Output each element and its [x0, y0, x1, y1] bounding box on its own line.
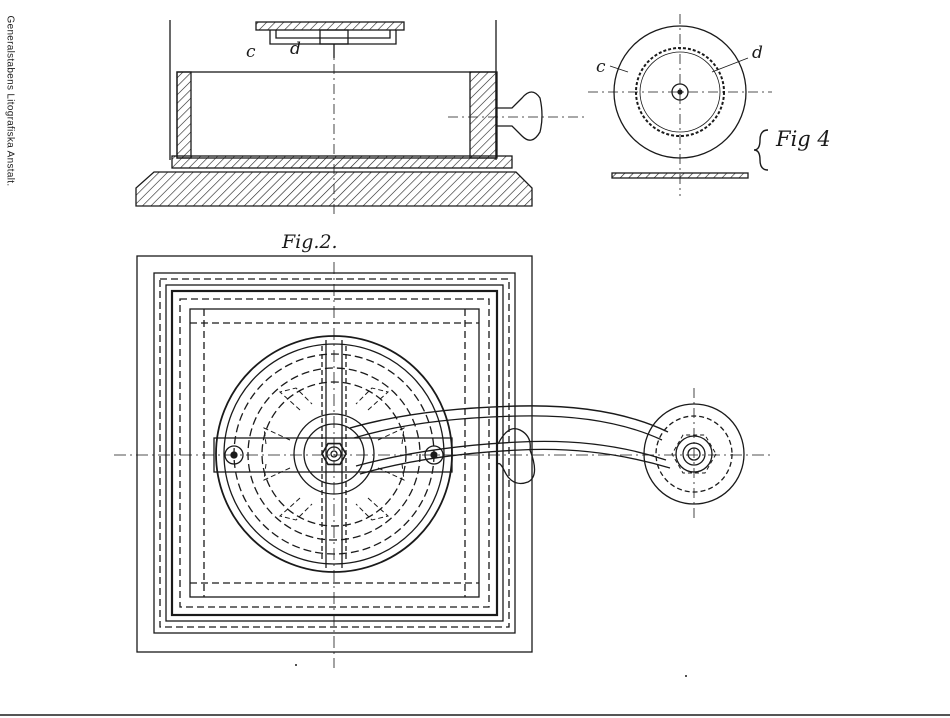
fig4-label-d: d: [752, 43, 763, 63]
fig4-label-c: c: [596, 57, 606, 77]
scan-specks: [295, 664, 687, 677]
fig1-section-view: [135, 20, 585, 215]
fig4-title: Fig 4: [775, 127, 831, 151]
fig2-title: Fig.2.: [281, 231, 338, 253]
fig2-plan-view: [114, 255, 770, 668]
top-label-d: d: [290, 39, 301, 59]
top-label-c: c: [246, 42, 256, 62]
fig4-disc-detail: [588, 14, 772, 196]
